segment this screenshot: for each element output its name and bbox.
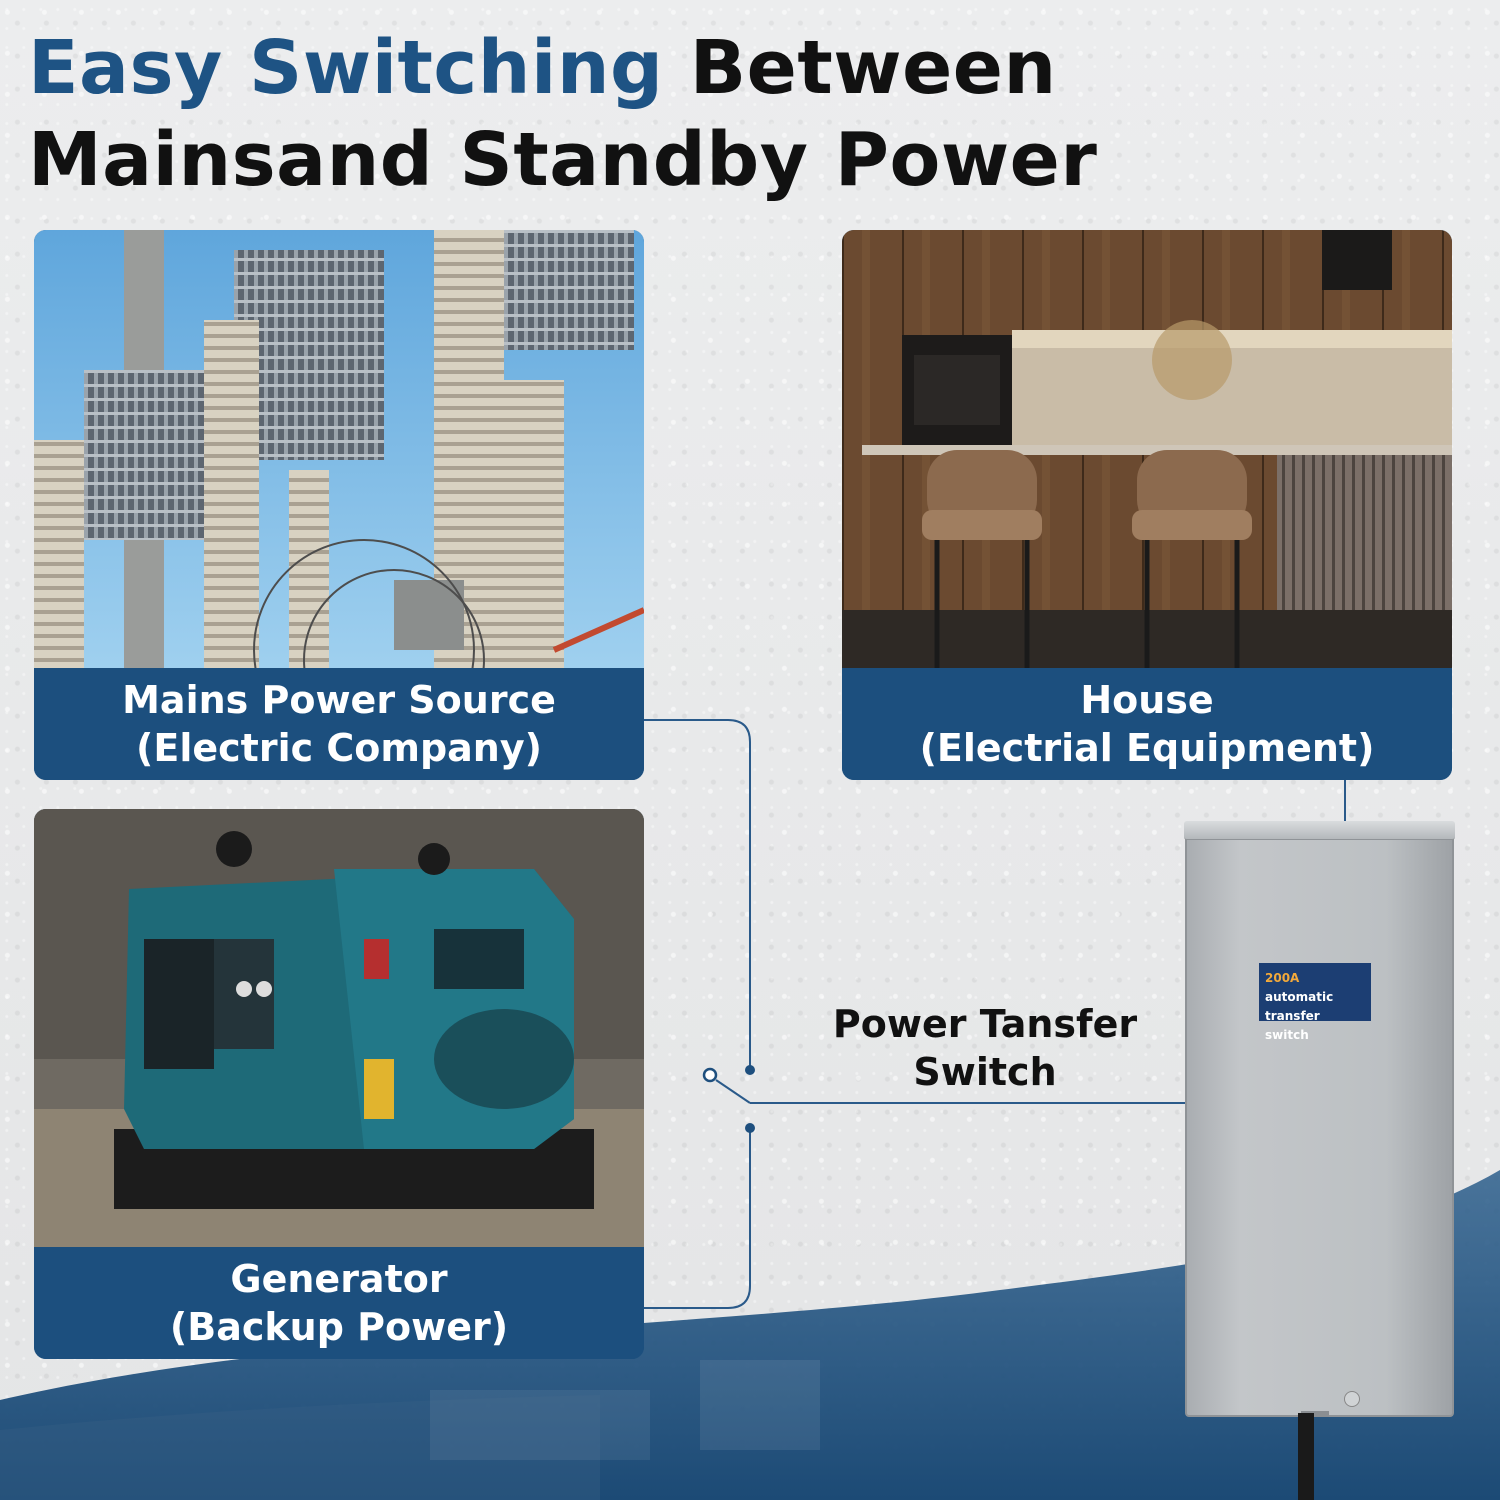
title-accent: Easy Switching [28, 25, 664, 111]
page-title: Easy Switching Between Mainsand Standby … [28, 22, 1478, 206]
ats-plate-line2: transfer switch [1265, 1009, 1320, 1042]
substation-photo [34, 230, 644, 668]
house-subtitle: (Electrial Equipment) [919, 726, 1375, 770]
transfer-switch-label: Power Tansfer Switch [830, 1000, 1140, 1096]
generator-subtitle: (Backup Power) [169, 1305, 509, 1349]
box-latch [1301, 1411, 1329, 1417]
box-lock-knob [1344, 1391, 1360, 1407]
generator-label: Generator (Backup Power) [34, 1247, 644, 1359]
house-card: House (Electrial Equipment) [842, 230, 1452, 780]
generator-card: Generator (Backup Power) [34, 809, 644, 1359]
mains-power-subtitle: (Electric Company) [136, 726, 542, 770]
transfer-switch-box: 200A automatic transfer switch [1184, 821, 1455, 1417]
house-label: House (Electrial Equipment) [842, 668, 1452, 780]
box-lid [1184, 821, 1455, 840]
mains-power-title: Mains Power Source [122, 678, 556, 722]
house-title: House [1080, 678, 1214, 722]
generator-photo [34, 809, 644, 1247]
title-rest: Between Mainsand Standby Power [28, 25, 1098, 203]
mains-power-card: Mains Power Source (Electric Company) [34, 230, 644, 780]
kitchen-photo [842, 230, 1452, 668]
mains-power-label: Mains Power Source (Electric Company) [34, 668, 644, 780]
generator-title: Generator [230, 1257, 448, 1301]
ats-nameplate: 200A automatic transfer switch [1259, 963, 1371, 1042]
mounting-conduit [1298, 1413, 1314, 1500]
ats-plate-line1: automatic [1265, 990, 1334, 1004]
transfer-switch-line2: Switch [913, 1050, 1057, 1094]
ats-amp-rating: 200A [1265, 971, 1300, 985]
transfer-switch-line1: Power Tansfer [832, 1002, 1138, 1046]
